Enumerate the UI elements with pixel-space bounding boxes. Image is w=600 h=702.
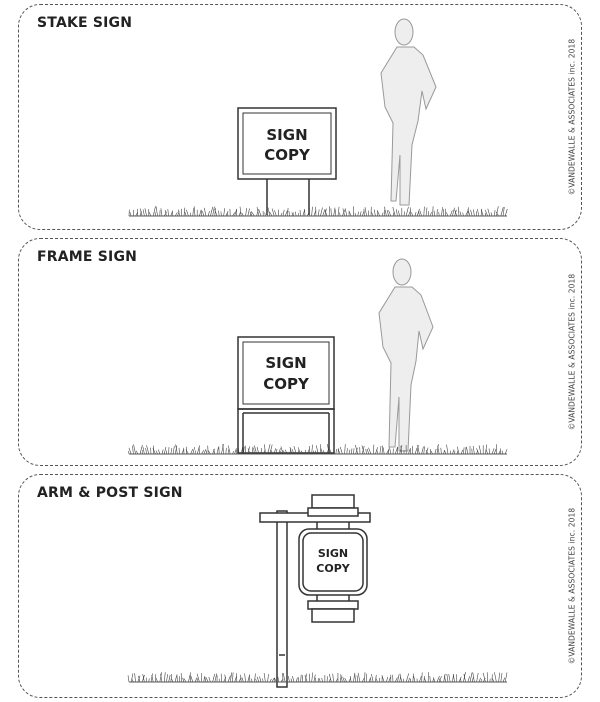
copyright-credit: ©VANDEWALLE & ASSOCIATES inc. 2018 (567, 507, 577, 665)
arm-post-sign-copy-line1: SIGN (318, 547, 348, 560)
stake-sign-title: STAKE SIGN (37, 15, 133, 31)
frame-sign-board: SIGN COPY (237, 336, 335, 410)
stake-sign-copy-line2: COPY (264, 146, 311, 164)
grass-ground (128, 444, 508, 455)
sign-post (259, 510, 371, 688)
frame-sign-copy-line1: SIGN (265, 354, 306, 372)
frame-sign-stand (237, 408, 335, 454)
grass-ground (127, 672, 508, 683)
arm-post-sign-copy-line2: COPY (316, 562, 350, 575)
stake-sign-panel: STAKE SIGN SIGN COPY ©VANDEWALLE & ASSOC… (18, 4, 582, 230)
frame-sign-title: FRAME SIGN (37, 249, 138, 265)
stake-sign-copy-line1: SIGN (266, 126, 307, 144)
arm-post-sign-panel: ARM & POST SIGN SIGN COPY ©VANDEWALLE & … (18, 474, 582, 698)
frame-sign-panel: FRAME SIGN SIGN COPY ©VANDEWALLE & ASSOC… (18, 238, 582, 466)
grass-ground (128, 206, 508, 217)
stake-sign-illustration: SIGN COPY (128, 18, 508, 217)
arm-post-sign-title: ARM & POST SIGN (37, 485, 183, 501)
frame-sign-illustration: SIGN COPY (128, 258, 508, 455)
frame-sign-copy-line2: COPY (263, 375, 310, 393)
hanging-sign: SIGN COPY (298, 494, 368, 623)
person-silhouette-icon (378, 258, 434, 452)
copyright-credit: ©VANDEWALLE & ASSOCIATES inc. 2018 (567, 273, 577, 431)
stake-sign-board: SIGN COPY (237, 107, 337, 180)
copyright-credit: ©VANDEWALLE & ASSOCIATES inc. 2018 (567, 38, 577, 196)
arm-post-sign-illustration: SIGN COPY (127, 494, 508, 688)
person-silhouette-icon (380, 18, 437, 206)
